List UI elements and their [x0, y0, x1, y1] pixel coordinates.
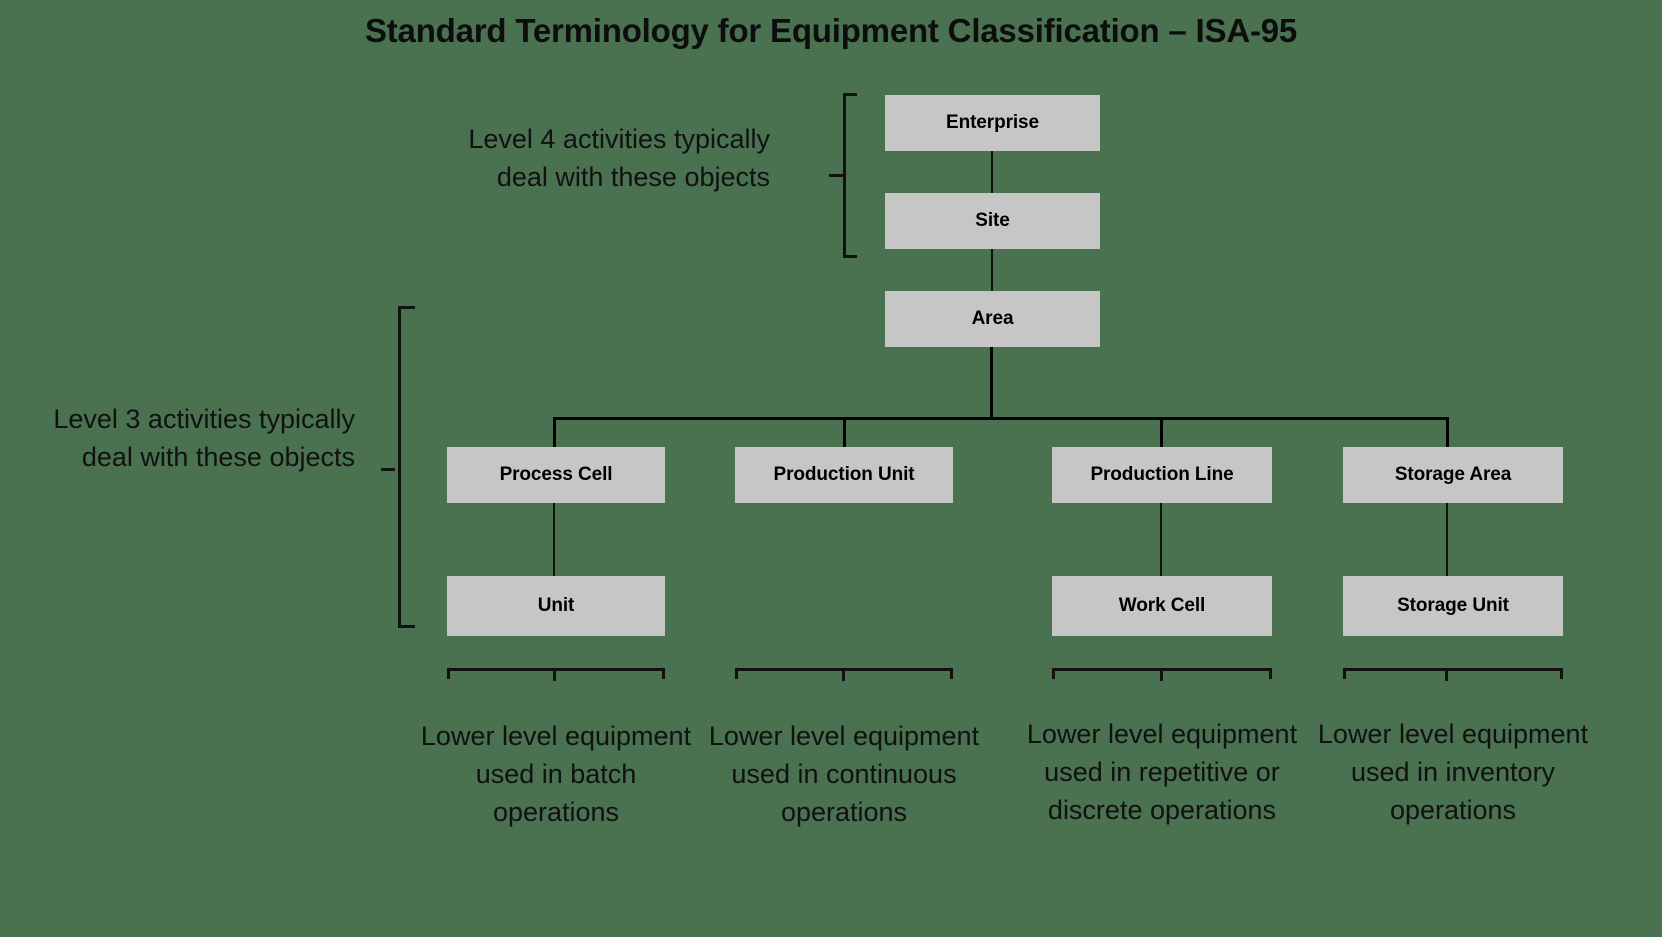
- node-storage-unit[interactable]: Storage Unit: [1343, 576, 1563, 636]
- connector-enterprise-site: [991, 151, 993, 193]
- node-enterprise[interactable]: Enterprise: [885, 95, 1100, 151]
- node-work-cell[interactable]: Work Cell: [1052, 576, 1272, 636]
- caption-bracket-1: [447, 668, 665, 679]
- node-area[interactable]: Area: [885, 291, 1100, 347]
- node-site[interactable]: Site: [885, 193, 1100, 249]
- node-storage-area[interactable]: Storage Area: [1343, 447, 1563, 503]
- connector-site-area: [991, 249, 993, 291]
- connector-bus-production-line: [1160, 417, 1163, 449]
- caption-bracket-tick-3: [1160, 668, 1163, 681]
- node-process-cell[interactable]: Process Cell: [447, 447, 665, 503]
- caption-bracket-tick-4: [1445, 668, 1448, 681]
- caption-batch: Lower level equipment used in batch oper…: [420, 721, 692, 827]
- level3-bracket-tick: [381, 468, 395, 471]
- caption-inventory: Lower level equipment used in inventory …: [1317, 719, 1589, 825]
- level3-bracket: [398, 306, 415, 628]
- caption-bracket-tick-2: [842, 668, 845, 681]
- connector-bus-process-cell: [553, 417, 556, 449]
- level4-bracket: [843, 93, 857, 258]
- connector-storage-area-storage-unit: [1446, 503, 1448, 577]
- node-unit[interactable]: Unit: [447, 576, 665, 636]
- level3-annotation: Level 3 activities typically deal with t…: [53, 404, 355, 473]
- connector-bus-storage-area: [1446, 417, 1449, 449]
- connector-bus-production-unit: [843, 417, 846, 449]
- level4-bracket-tick: [829, 174, 843, 177]
- level4-annotation: Level 4 activities typically deal with t…: [468, 124, 770, 193]
- page-title: Standard Terminology for Equipment Class…: [364, 12, 1298, 49]
- connector-area-bus: [990, 347, 993, 419]
- caption-repetitive: Lower level equipment used in repetitive…: [1026, 719, 1298, 825]
- node-production-unit[interactable]: Production Unit: [735, 447, 953, 503]
- caption-bracket-4: [1343, 668, 1563, 679]
- node-production-line[interactable]: Production Line: [1052, 447, 1272, 503]
- distribution-bus: [553, 417, 1449, 420]
- caption-continuous: Lower level equipment used in continuous…: [708, 721, 980, 827]
- caption-bracket-tick-1: [553, 668, 556, 681]
- connector-production-line-work-cell: [1160, 503, 1162, 577]
- connector-process-cell-unit: [553, 503, 555, 577]
